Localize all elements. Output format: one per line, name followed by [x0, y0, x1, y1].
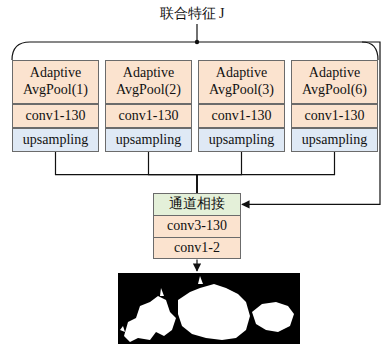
process-box: Adaptive AvgPool(6): [291, 60, 378, 104]
process-box: upsampling: [291, 128, 378, 152]
box-label: conv1-130: [302, 107, 368, 126]
box-label: Adaptive AvgPool(1): [13, 64, 98, 100]
output-arrow: [196, 259, 197, 271]
process-box: Adaptive AvgPool(1): [12, 60, 99, 104]
process-box: 通道相接: [153, 193, 241, 216]
process-box: conv1-2: [153, 237, 241, 260]
box-label: 通道相接: [166, 195, 228, 214]
box-label: Adaptive AvgPool(6): [292, 64, 377, 100]
merge-connector: [56, 152, 198, 193]
process-box: conv1-130: [12, 104, 99, 128]
feature-stem: [196, 24, 197, 42]
process-box: conv3-130: [153, 215, 241, 238]
process-box: conv1-130: [291, 104, 378, 128]
top-bracket: [12, 42, 378, 60]
box-label: conv1-130: [116, 107, 182, 126]
merge-connector: [149, 152, 198, 193]
process-box: conv1-130: [198, 104, 285, 128]
box-label: conv1-130: [209, 107, 275, 126]
segmentation-mask: [118, 273, 300, 344]
process-box: Adaptive AvgPool(2): [105, 60, 192, 104]
box-label: Adaptive AvgPool(3): [199, 64, 284, 100]
box-label: Adaptive AvgPool(2): [106, 64, 191, 100]
box-label: upsampling: [206, 131, 277, 150]
box-label: upsampling: [113, 131, 184, 150]
box-label: conv1-130: [23, 107, 89, 126]
title-text: 联合特征 J: [160, 6, 225, 21]
process-box: conv1-130: [105, 104, 192, 128]
box-label: upsampling: [299, 131, 370, 150]
box-label: conv1-2: [171, 239, 223, 258]
merge-connector: [197, 152, 242, 193]
process-box: upsampling: [105, 128, 192, 152]
process-box: upsampling: [12, 128, 99, 152]
box-label: upsampling: [20, 131, 91, 150]
diagram-title: 联合特征 J: [0, 5, 384, 23]
process-box: Adaptive AvgPool(3): [198, 60, 285, 104]
box-label: conv3-130: [164, 217, 230, 236]
merge-connector: [197, 152, 335, 193]
process-box: upsampling: [198, 128, 285, 152]
